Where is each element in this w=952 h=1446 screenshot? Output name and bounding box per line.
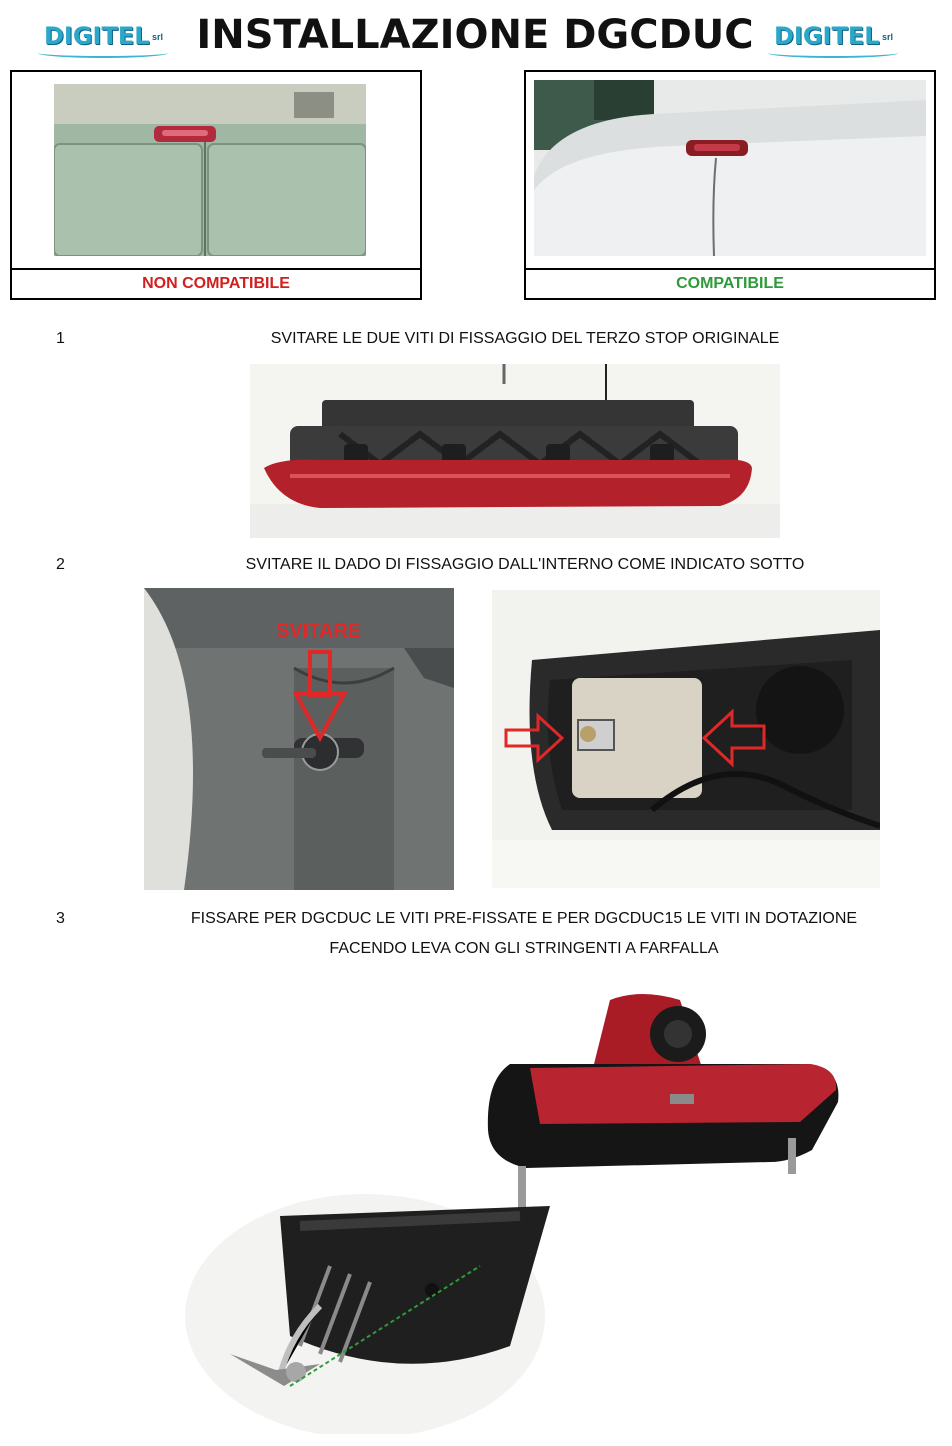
step-2-text: SVITARE IL DADO DI FISSAGGIO DALL'INTERN… xyxy=(245,556,805,573)
step-3-text-line2: FACENDO LEVA CON GLI STRINGENTI A FARFAL… xyxy=(329,940,719,957)
step-1-number: 1 xyxy=(56,330,65,347)
van-rear-photo-compatible xyxy=(534,80,926,256)
non-compatible-label: NON COMPATIBILE xyxy=(12,268,420,298)
step-3-text-line1: FISSARE PER DGCDUC LE VITI PRE-FISSATE E… xyxy=(190,910,858,927)
compatible-box: COMPATIBILE xyxy=(524,70,936,300)
step-2-number: 2 xyxy=(56,556,65,573)
non-compatible-box: NON COMPATIBILE xyxy=(10,70,422,300)
page-title: INSTALLAZIONE DGCDUC xyxy=(196,12,754,58)
camera-light-photo xyxy=(470,990,850,1220)
brake-housing-photo xyxy=(492,590,880,888)
brake-light-photo xyxy=(250,364,780,538)
logo-right: DIGITEL srl xyxy=(766,18,906,58)
step-1-text: SVITARE LE DUE VITI DI FISSAGGIO DEL TER… xyxy=(270,330,780,347)
compatible-label: COMPATIBILE xyxy=(526,268,934,298)
wing-nut-detail-photo xyxy=(180,1186,550,1434)
nut-inside-photo: SVITARE xyxy=(144,588,454,890)
van-rear-photo-non-compatible xyxy=(54,84,366,256)
logo-left: DIGITEL srl xyxy=(36,18,176,58)
step-3-number: 3 xyxy=(56,910,65,927)
svitare-label: SVITARE xyxy=(276,620,362,642)
